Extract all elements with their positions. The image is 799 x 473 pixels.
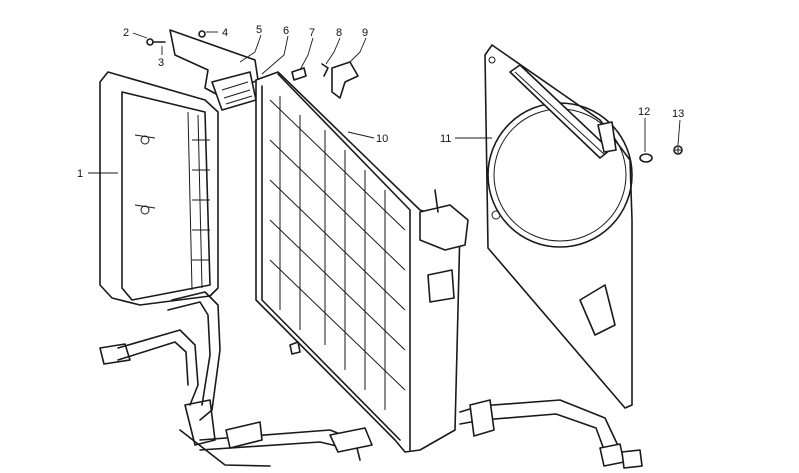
callout-1: 1: [77, 168, 83, 180]
part-9-holder: [331, 61, 359, 99]
callout-13: 13: [672, 108, 684, 120]
callout-10: 10: [376, 133, 388, 145]
part-8-clip: [321, 63, 329, 77]
callout-8: 8: [336, 27, 342, 39]
callout-5: 5: [256, 24, 262, 36]
callout-9: 9: [362, 27, 368, 39]
part-10-radiator: [255, 71, 469, 453]
callout-6: 6: [283, 25, 289, 37]
callout-11: 11: [440, 133, 451, 145]
callout-labels: 1 2 3 4 5 6 7 8 9 10 11 12 13: [77, 24, 684, 180]
part-5-6-bracket: [169, 29, 259, 111]
callout-4: 4: [222, 27, 228, 39]
callout-2: 2: [123, 27, 129, 39]
callout-3: 3: [158, 57, 164, 69]
leader-lines: [88, 31, 681, 174]
callout-7: 7: [309, 27, 315, 39]
part-13-screw: [673, 145, 683, 155]
part-2-3-4-hardware: [146, 30, 206, 46]
part-12-washer: [639, 153, 653, 163]
callout-12: 12: [638, 106, 650, 118]
part-11-fan-shroud: [484, 44, 633, 409]
oil-cooler-pipes: [99, 291, 643, 469]
part-7-bolt: [291, 67, 307, 81]
part-1-shroud: [99, 71, 219, 306]
